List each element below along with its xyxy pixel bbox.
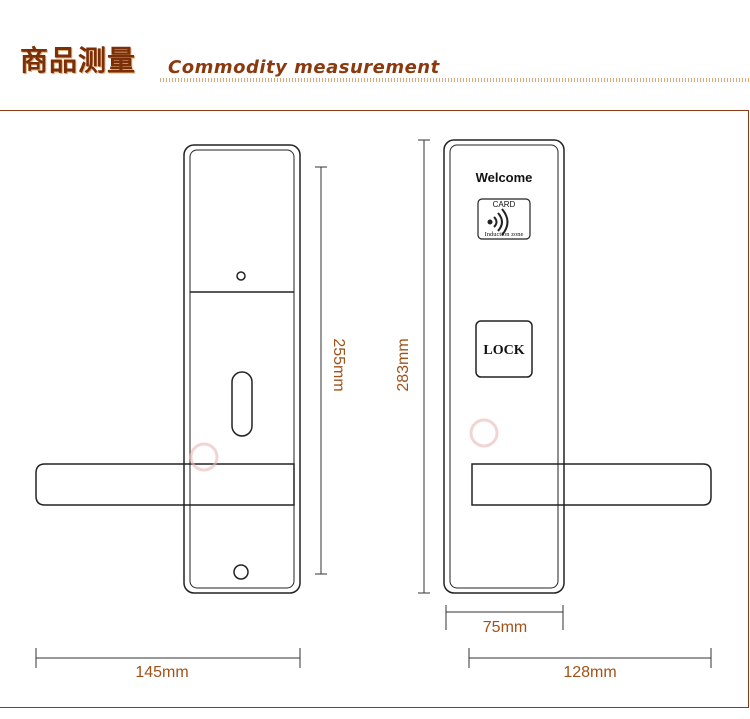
header: 商品测量 Commodity measurement <box>0 0 750 92</box>
back-panel-outline <box>183 144 301 594</box>
back-panel <box>35 144 301 594</box>
label-front-handle: 128mm <box>563 664 616 681</box>
content-frame <box>0 110 749 708</box>
front-handle <box>471 463 712 506</box>
label-back-height: 255mm <box>330 338 347 391</box>
watermark-logo <box>189 418 499 472</box>
card-label: CARD <box>493 200 516 209</box>
welcome-text: Welcome <box>476 170 533 185</box>
label-front-width: 75mm <box>483 619 527 636</box>
lock-button <box>475 320 533 378</box>
key-slot <box>231 371 253 437</box>
lock-label: LOCK <box>483 343 524 358</box>
induction-label: Induction zone <box>485 231 524 238</box>
label-front-height: 283mm <box>395 338 412 391</box>
rfid-icon <box>487 208 509 236</box>
back-handle <box>35 463 295 506</box>
back-screw-icon <box>236 271 246 281</box>
front-panel <box>443 139 712 594</box>
back-bottom-screw-icon <box>233 564 249 580</box>
title-chinese: 商品测量 <box>20 44 137 77</box>
back-panel-inner <box>189 149 295 589</box>
label-back-handle: 145mm <box>135 664 188 681</box>
header-rule <box>160 78 750 82</box>
front-panel-outline <box>443 139 565 594</box>
front-panel-inner <box>449 144 559 589</box>
title-english: Commodity measurement <box>168 57 440 78</box>
card-reader-zone <box>477 198 531 240</box>
dimension-lines <box>35 139 712 668</box>
